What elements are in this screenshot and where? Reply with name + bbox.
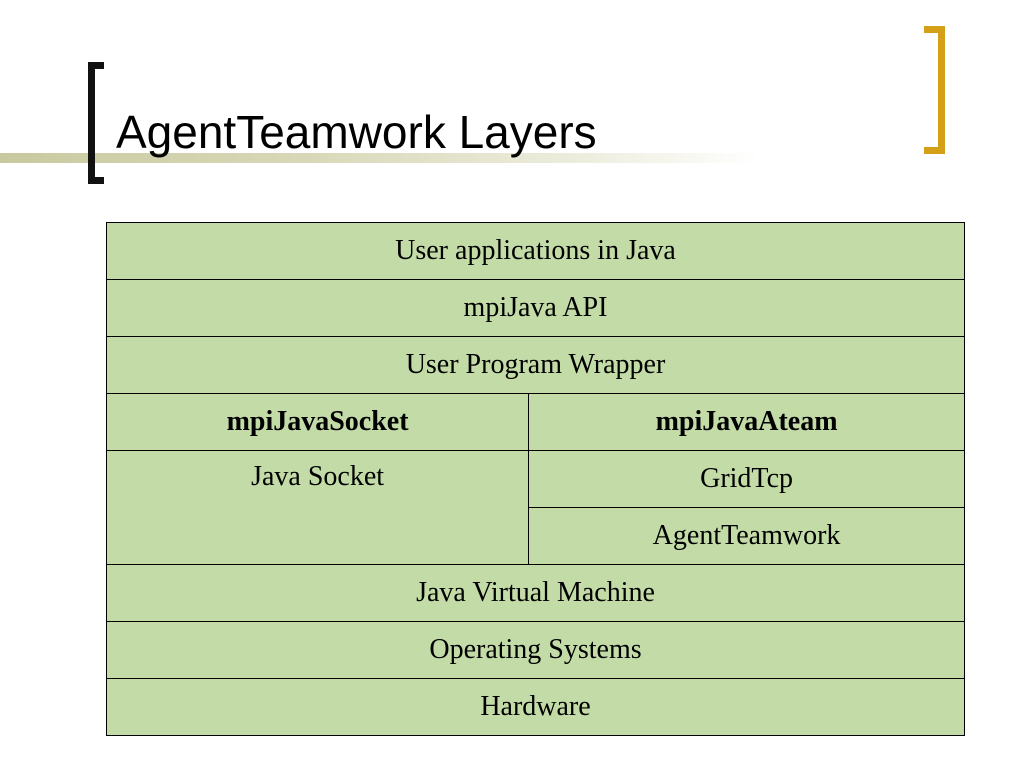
layer-user-program-wrapper: User Program Wrapper [106, 336, 965, 394]
layer-user-applications: User applications in Java [106, 222, 965, 280]
layer-row: User Program Wrapper [106, 336, 965, 394]
layer-hardware: Hardware [106, 678, 965, 736]
layer-row: Java Virtual Machine [106, 564, 965, 622]
layers-table: User applications in Java mpiJava API Us… [105, 222, 965, 736]
left-bracket-decoration [88, 62, 104, 184]
right-bracket-decoration [924, 26, 945, 154]
layer-row: Java Socket GridTcp [105, 450, 965, 565]
layer-row: Operating Systems [106, 621, 965, 679]
layer-mpijava-ateam: mpiJavaAteam [528, 393, 965, 451]
layer-mpijava-api: mpiJava API [106, 279, 965, 337]
layer-operating-systems: Operating Systems [106, 621, 965, 679]
layer-row: User applications in Java [106, 222, 965, 280]
layer-gridtcp: GridTcp [528, 450, 965, 508]
layer-mpijava-socket: mpiJavaSocket [105, 393, 530, 451]
layer-java-virtual-machine: Java Virtual Machine [106, 564, 965, 622]
layer-row: mpiJavaSocket mpiJavaAteam [105, 393, 965, 451]
title-underline-bar [0, 153, 760, 163]
layer-agentteamwork: AgentTeamwork [528, 507, 965, 565]
layer-row: Hardware [106, 678, 965, 736]
layer-row: AgentTeamwork [107, 507, 965, 565]
slide-title: AgentTeamwork Layers [116, 106, 597, 158]
layer-row: mpiJava API [106, 279, 965, 337]
layer-java-socket: Java Socket [105, 450, 530, 565]
